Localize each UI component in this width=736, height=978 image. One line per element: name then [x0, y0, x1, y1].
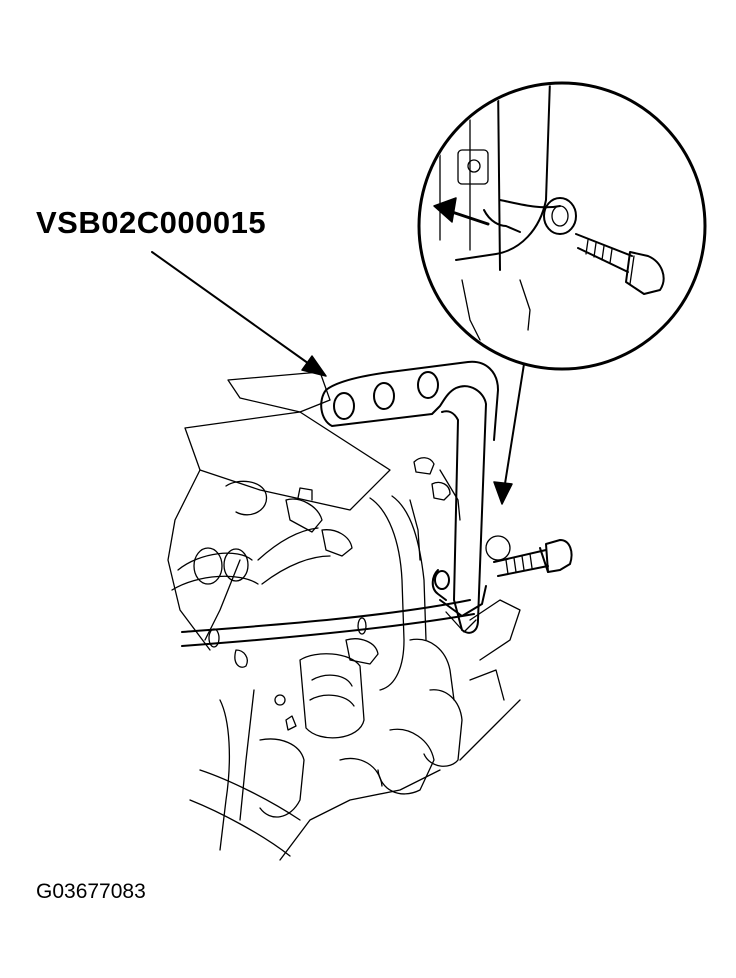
magnifier-circle-icon	[417, 81, 707, 371]
figure-id: G03677083	[36, 880, 146, 903]
bolt-icon	[485, 535, 573, 577]
engine-background	[167, 371, 521, 861]
callout-label: VSB02C000015	[36, 205, 267, 240]
arrow-icon	[151, 251, 525, 505]
bracket-icon	[320, 360, 499, 634]
